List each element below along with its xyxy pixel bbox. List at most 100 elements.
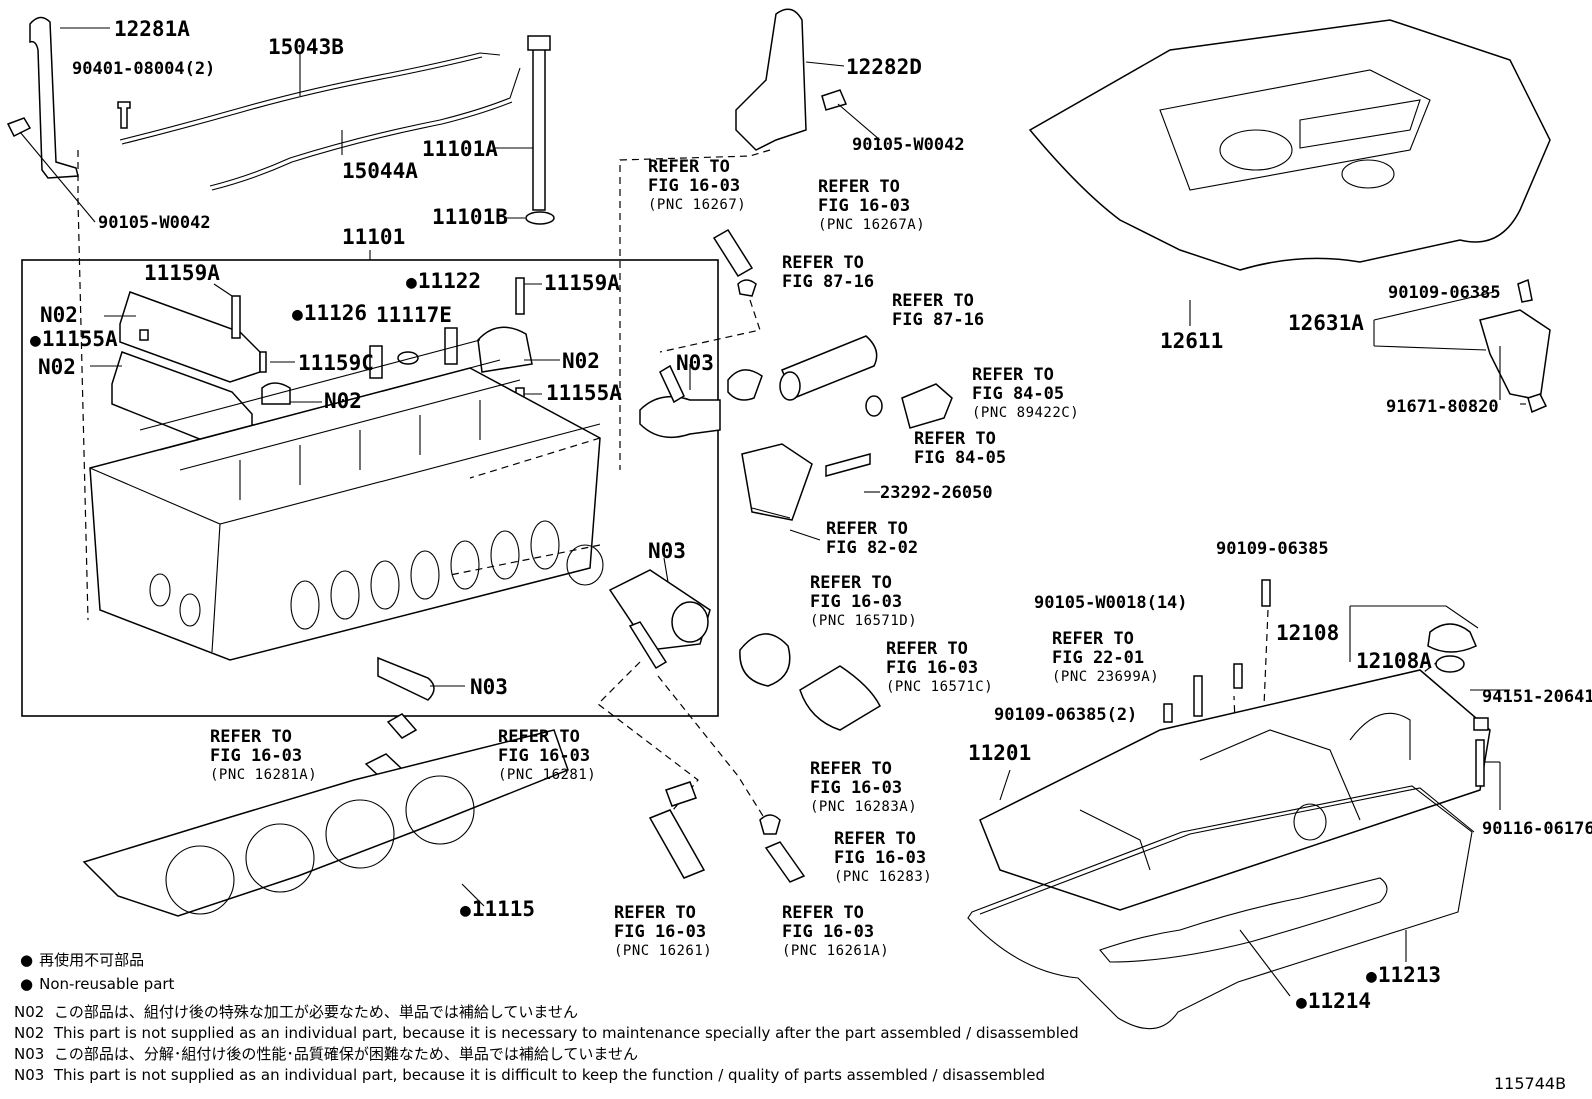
callout-N03-2: N03 bbox=[648, 539, 686, 563]
bolt-11159A-right bbox=[515, 277, 525, 315]
bracket-12281A bbox=[29, 16, 79, 179]
callout-90109-06385-pair: 90109-06385(2) bbox=[994, 705, 1138, 725]
pin-11126 bbox=[369, 345, 383, 379]
harness-15043B bbox=[119, 52, 501, 141]
callout-90105-w0042-right: 90105-W0042 bbox=[852, 135, 965, 155]
bolt-23699A bbox=[1193, 675, 1203, 717]
callout-11117E: 11117E bbox=[376, 303, 452, 327]
camshaft-cap-upper bbox=[119, 291, 261, 383]
legend-nonreusable-jp: 再使用不可部品 bbox=[20, 950, 144, 970]
bolt-90105-left bbox=[6, 117, 32, 138]
gasket-12108A bbox=[1435, 655, 1465, 673]
hose-16267 bbox=[712, 228, 754, 278]
hose-87-16 bbox=[781, 335, 878, 399]
callout-11122: 11122 bbox=[406, 270, 481, 294]
engine-cover-12611 bbox=[1028, 19, 1551, 326]
callout-12611: 12611 bbox=[1160, 329, 1224, 353]
cover-gasket-11213 bbox=[967, 785, 1473, 1030]
callout-11155A-left: 11155A bbox=[30, 328, 118, 352]
bolt-11101A bbox=[532, 39, 546, 211]
callout-15043B: 15043B bbox=[268, 35, 344, 59]
clamp-16571D bbox=[739, 633, 791, 687]
callout-94151-20641: 94151-20641 bbox=[1482, 687, 1592, 707]
bearing-cap-right bbox=[477, 326, 533, 373]
callout-11159A-right: 11159A bbox=[544, 271, 620, 295]
clamp-87-16 bbox=[727, 369, 763, 401]
harness-15044A bbox=[209, 67, 521, 187]
gasket-84-05 bbox=[865, 395, 883, 417]
stud-90116 bbox=[1475, 739, 1485, 787]
callout-90116-06176: 90116-06176 bbox=[1482, 819, 1592, 839]
bolt-90401 bbox=[117, 101, 131, 129]
callout-N02-3: N02 bbox=[324, 389, 362, 413]
callout-91671-80820: 91671-80820 bbox=[1386, 397, 1499, 417]
callout-11155A-right: 11155A bbox=[546, 381, 622, 405]
callout-12631A: 12631A bbox=[1288, 311, 1364, 335]
callout-11101: 11101 bbox=[342, 225, 406, 249]
hose-16261 bbox=[648, 809, 706, 879]
callout-12281A: 12281A bbox=[114, 17, 190, 41]
callout-90109-06385-top: 90109-06385 bbox=[1388, 283, 1501, 303]
callout-N02-2: N02 bbox=[38, 355, 76, 379]
callout-N02-4: N02 bbox=[562, 349, 600, 373]
fitting-n03-upper bbox=[639, 395, 721, 439]
bolt-11159C bbox=[259, 351, 267, 373]
note-n02-en: N02 This part is not supplied as an indi… bbox=[14, 1024, 1079, 1042]
plug-11117E bbox=[397, 351, 419, 365]
callout-11101A: 11101A bbox=[422, 137, 498, 161]
plug-gasket-11214 bbox=[1099, 877, 1388, 963]
callout-11159A-left: 11159A bbox=[144, 261, 220, 285]
head-gasket-11115 bbox=[82, 729, 569, 917]
callout-90105-w0042-left: 90105-W0042 bbox=[98, 213, 211, 233]
bolt-90105-right bbox=[821, 89, 848, 111]
callout-90109-06385-mid: 90109-06385 bbox=[1216, 539, 1329, 559]
callout-11126: 11126 bbox=[292, 302, 367, 326]
callout-12108: 12108 bbox=[1276, 621, 1340, 645]
callout-N03-1: N03 bbox=[676, 351, 714, 375]
washer-11101B bbox=[525, 211, 555, 225]
hose-16283 bbox=[764, 841, 806, 883]
note-n03-en: N03 This part is not supplied as an indi… bbox=[14, 1066, 1045, 1084]
hose-16571C bbox=[799, 665, 881, 731]
diagram-id: 115744B bbox=[1494, 1074, 1567, 1093]
note-n02-jp: N02 この部品は、組付け後の特殊な加工が必要なため、単品では補給していません bbox=[14, 1003, 578, 1021]
sensor-89422C bbox=[901, 383, 953, 429]
callout-23292-26050: 23292-26050 bbox=[880, 483, 993, 503]
callout-N02-1: N02 bbox=[40, 303, 78, 327]
oil-cap-12108 bbox=[1427, 623, 1477, 653]
bolt-90109-top bbox=[1261, 579, 1271, 607]
bolt-11159A-left bbox=[231, 295, 241, 339]
legend-nonreusable-en: Non-reusable part bbox=[20, 974, 174, 994]
callout-90401-08004: 90401-08004(2) bbox=[72, 59, 216, 79]
callout-11115: 11115 bbox=[460, 898, 535, 922]
callout-12282D: 12282D bbox=[846, 55, 922, 79]
note-n03-jp: N03 この部品は、分解･組付け後の性能･品質確保が困難なため、単品では補給して… bbox=[14, 1045, 638, 1063]
bracket-12631A bbox=[1479, 309, 1551, 401]
callout-11214: 11214 bbox=[1296, 990, 1371, 1014]
pin-11155A-left bbox=[139, 329, 149, 341]
bolt-90105-w0018 bbox=[1233, 663, 1243, 689]
callout-11101B: 11101B bbox=[432, 205, 508, 229]
nut-94151 bbox=[1473, 717, 1489, 731]
callout-12108A: 12108A bbox=[1356, 649, 1432, 673]
callout-11213: 11213 bbox=[1366, 964, 1441, 988]
callout-N03-3: N03 bbox=[470, 675, 508, 699]
callout-90105-w0018: 90105-W0018(14) bbox=[1034, 593, 1188, 613]
clamp-16261A bbox=[665, 781, 697, 807]
